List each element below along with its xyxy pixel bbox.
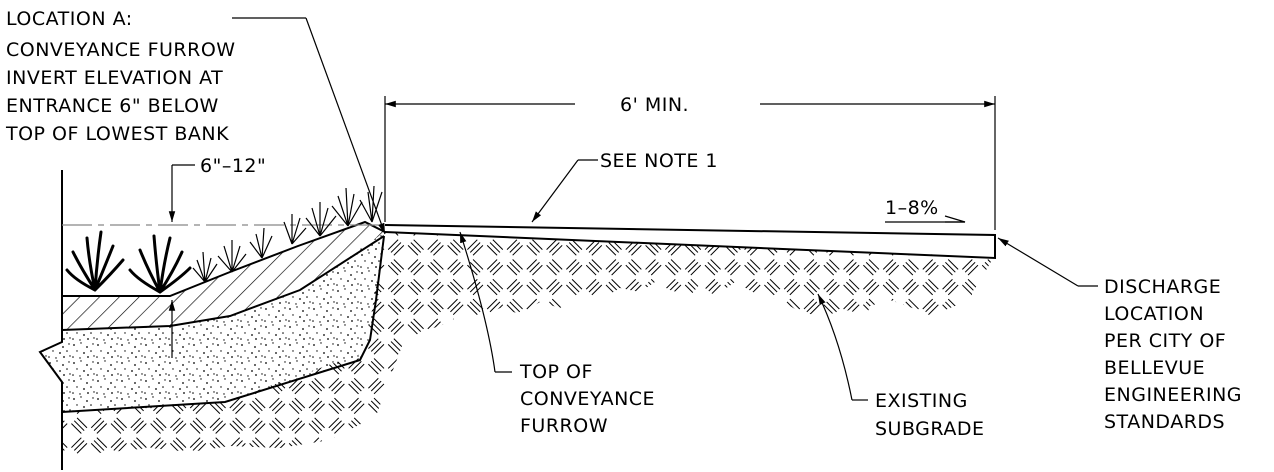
discharge-line1: DISCHARGE (1104, 276, 1221, 298)
location-a-line1: LOCATION A: (6, 8, 133, 30)
location-a-callout: LOCATION A: CONVEYANCE FURROW INVERT ELE… (5, 8, 386, 235)
existing-subgrade-hatch (62, 232, 995, 456)
see-note-callout: SEE NOTE 1 (531, 150, 718, 223)
amended-soil-layer (62, 222, 385, 330)
surface-slab (384, 224, 996, 260)
existing-subgrade-line2: SUBGRADE (875, 418, 984, 440)
width-dim-label: 6' MIN. (620, 94, 689, 116)
top-of-furrow-line1: TOP OF (519, 361, 593, 383)
discharge-line4: BELLEVUE (1104, 357, 1205, 379)
width-dimension: 6' MIN. (384, 94, 996, 230)
soil-sections (38, 170, 996, 470)
location-a-line3: INVERT ELEVATION AT (6, 67, 223, 89)
discharge-line3: PER CITY OF (1104, 330, 1226, 352)
top-of-furrow-callout: TOP OF CONVEYANCE FURROW (459, 231, 655, 437)
discharge-line6: STANDARDS (1104, 411, 1225, 433)
existing-subgrade-callout: EXISTING SUBGRADE (817, 293, 984, 440)
see-note-label: SEE NOTE 1 (600, 150, 718, 172)
location-a-line4: ENTRANCE 6" BELOW (6, 95, 219, 117)
top-of-furrow-line2: CONVEYANCE (520, 388, 655, 410)
slope-label: 1–8% (885, 197, 939, 219)
discharge-callout: DISCHARGE LOCATION PER CITY OF BELLEVUE … (997, 237, 1242, 433)
discharge-line2: LOCATION (1104, 303, 1204, 325)
location-a-line2: CONVEYANCE FURROW (6, 39, 236, 61)
top-of-furrow-line3: FURROW (520, 415, 608, 437)
vegetation (65, 185, 383, 294)
existing-subgrade-line1: EXISTING (875, 390, 968, 412)
slope-indicator: 1–8% (885, 197, 966, 223)
depth-range-label: 6"–12" (200, 155, 266, 177)
depth-dimension: 6"–12" (168, 155, 266, 358)
gravel-layer (40, 232, 385, 412)
location-a-line5: TOP OF LOWEST BANK (5, 123, 229, 145)
discharge-line5: ENGINEERING (1104, 384, 1242, 406)
